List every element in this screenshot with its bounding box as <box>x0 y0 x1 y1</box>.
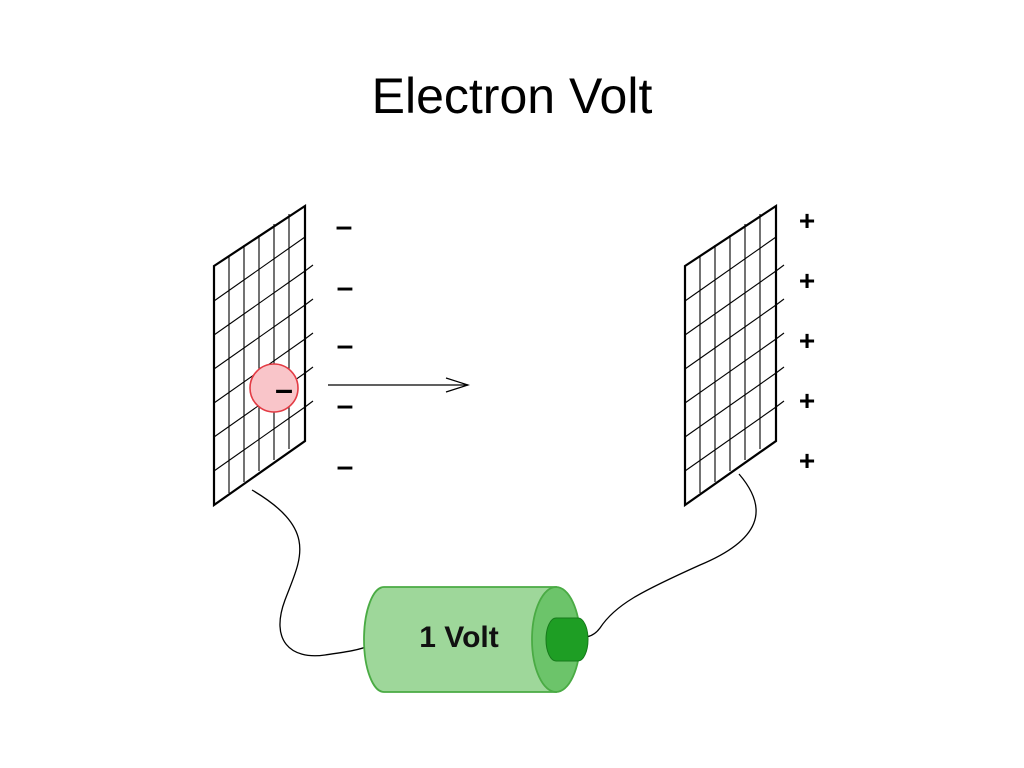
electron-sign: – <box>275 371 293 407</box>
battery-terminal <box>545 617 589 662</box>
plus-sign-5: + <box>799 445 815 476</box>
battery-label: 1 Volt <box>419 621 498 654</box>
electron-body <box>249 363 299 413</box>
battery: 1 Volt <box>363 586 589 693</box>
right-plate-grid <box>684 214 777 493</box>
left-plate <box>212 203 314 508</box>
motion-arrow <box>328 377 470 393</box>
right-wire <box>583 473 757 638</box>
electron: – <box>249 363 299 413</box>
minus-sign-2: – <box>337 271 354 304</box>
left-plate-ticks <box>304 264 314 408</box>
left-wire <box>251 489 369 657</box>
minus-sign-3: – <box>337 329 354 362</box>
right-plate-ticks <box>775 264 785 408</box>
minus-sign-5: – <box>337 450 354 483</box>
battery-body <box>363 586 557 693</box>
plus-sign-2: + <box>799 265 815 296</box>
plus-sign-3: + <box>799 325 815 356</box>
left-charge-signs: – – – – – <box>336 210 354 483</box>
minus-sign-1: – <box>336 210 353 243</box>
minus-sign-4: – <box>337 389 354 422</box>
plus-sign-4: + <box>799 385 815 416</box>
right-plate-frame <box>683 203 778 508</box>
slide-title: Electron Volt <box>371 68 653 124</box>
right-plate <box>683 203 785 508</box>
left-plate-frame <box>212 203 307 508</box>
right-charge-signs: + + + + + <box>799 205 815 476</box>
plus-sign-1: + <box>799 205 815 236</box>
